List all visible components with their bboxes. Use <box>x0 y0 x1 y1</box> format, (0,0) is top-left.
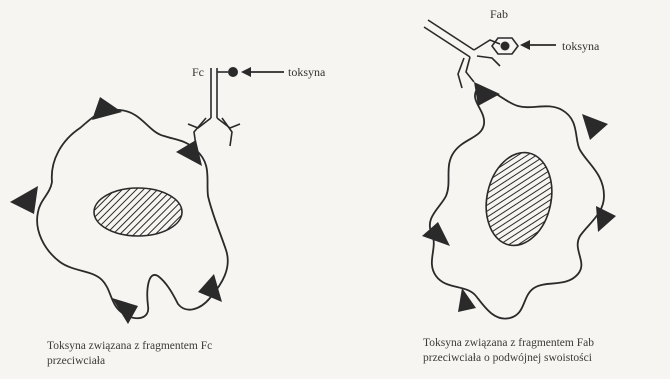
caption-left: Toksyna związana z fragmentem Fc przeciw… <box>47 339 212 369</box>
caption-left-line1: Toksyna związana z fragmentem Fc <box>47 339 212 354</box>
right-cell-nucleus <box>478 146 560 251</box>
right-toxin-arrow <box>520 40 556 50</box>
left-toxin-dot <box>228 67 238 77</box>
label-toxin-right: toksyna <box>562 39 600 53</box>
right-receptor-triangle <box>474 82 500 106</box>
right-receptor-triangle <box>458 288 476 312</box>
right-receptor-triangle <box>596 206 616 232</box>
left-antibody <box>188 68 240 146</box>
left-receptor-triangle <box>92 97 122 120</box>
caption-left-line2: przeciwciała <box>47 354 212 369</box>
caption-right-line2: przeciwciała o podwójnej swoistości <box>423 351 594 366</box>
left-cell-nucleus <box>94 188 182 236</box>
left-receptor-triangle <box>112 298 138 324</box>
caption-right: Toksyna związana z fragmentem Fab przeci… <box>423 336 594 366</box>
right-receptor-triangle <box>582 114 608 140</box>
label-fc: Fc <box>192 65 204 79</box>
right-toxin-dot <box>501 42 510 51</box>
left-toxin-arrow <box>241 67 284 77</box>
right-antibody <box>424 20 518 88</box>
right-receptor-triangle <box>422 222 450 246</box>
right-cell <box>422 82 616 319</box>
label-fab: Fab <box>490 7 508 21</box>
caption-right-line1: Toksyna związana z fragmentem Fab <box>423 336 594 351</box>
label-toxin-left: toksyna <box>288 65 326 79</box>
left-receptor-triangle <box>10 186 38 214</box>
